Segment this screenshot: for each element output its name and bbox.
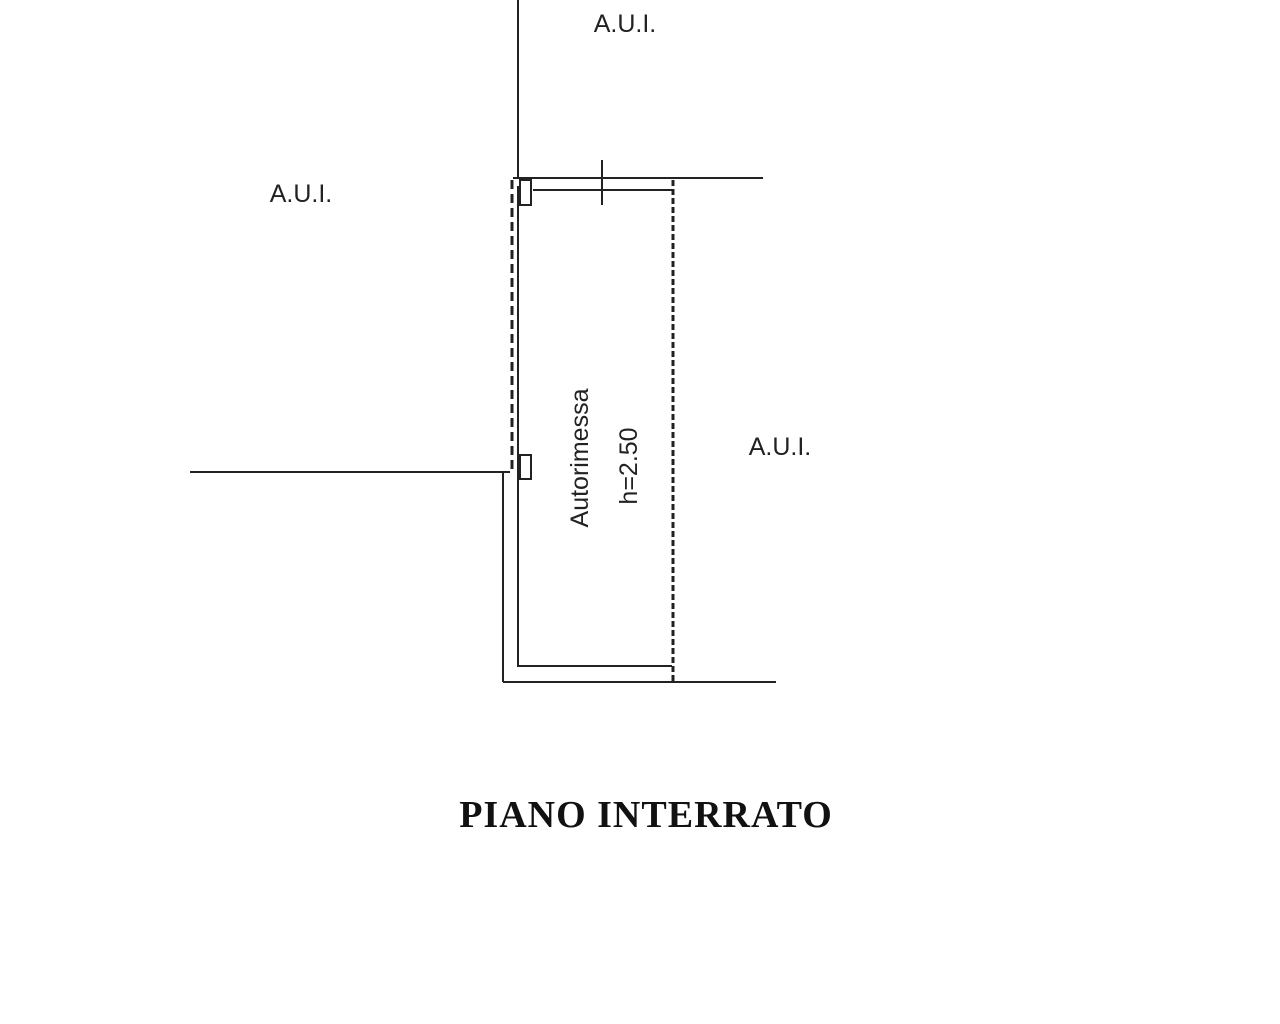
pillar-top bbox=[519, 179, 532, 206]
plan-title: PIANO INTERRATO bbox=[459, 794, 833, 836]
room-name: Autorimessa bbox=[566, 388, 594, 527]
room-height: h=2.50 bbox=[615, 427, 643, 504]
label-aui-left: A.U.I. bbox=[270, 180, 333, 208]
pillar-middle bbox=[519, 454, 532, 480]
walls bbox=[190, 0, 776, 683]
label-aui-right: A.U.I. bbox=[749, 433, 812, 461]
label-aui-top: A.U.I. bbox=[594, 10, 657, 38]
